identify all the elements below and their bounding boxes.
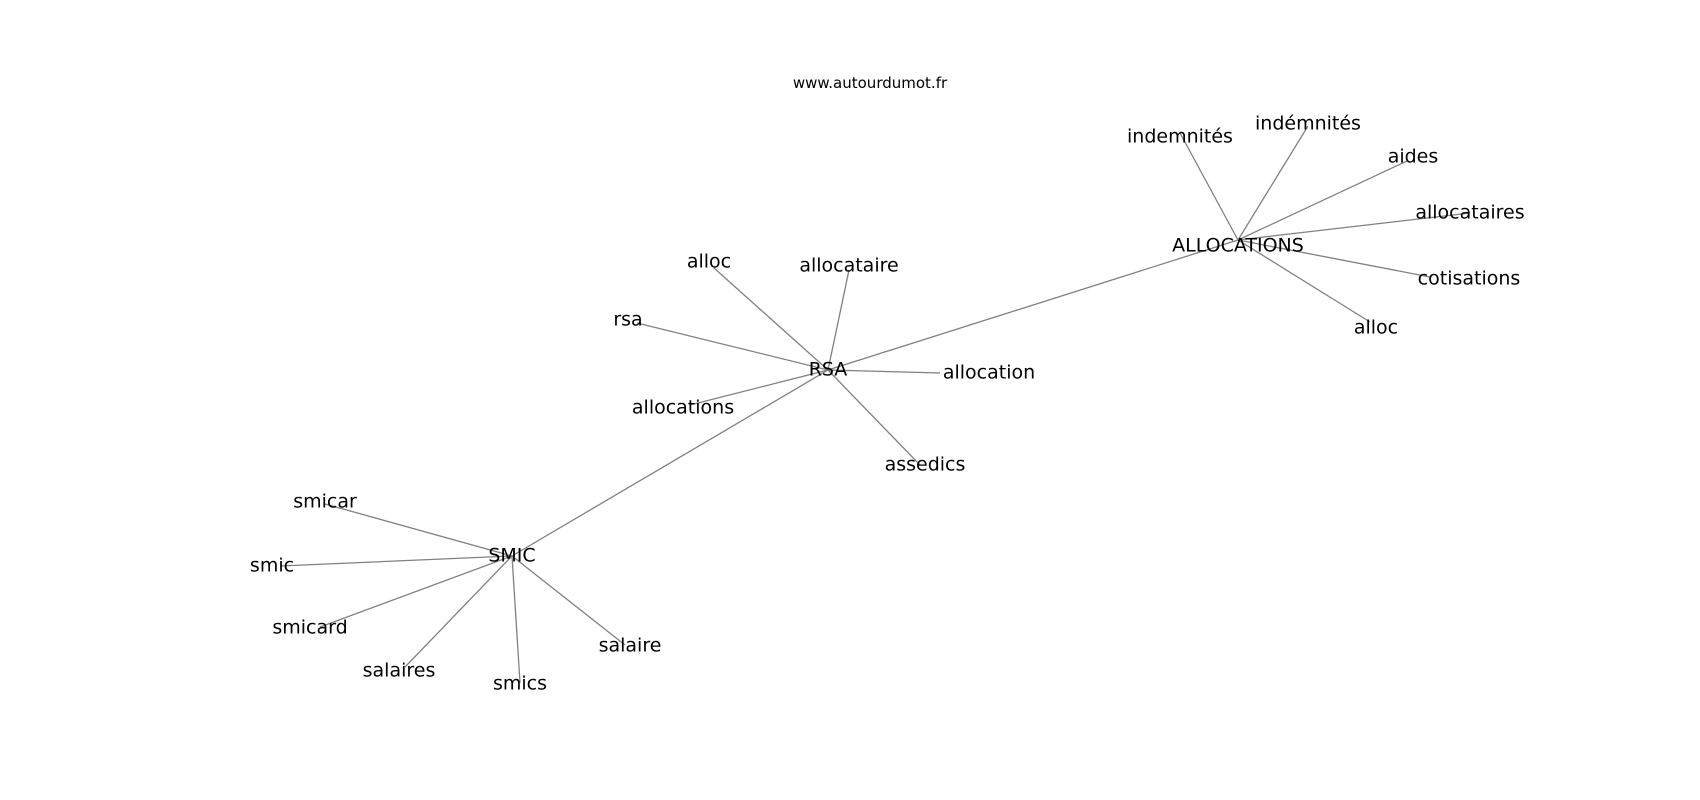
site-caption: www.autourdumot.fr [793,74,948,92]
edge-rsa_hub-assedics [827,369,921,466]
node-rsa-hub[interactable]: RSA [809,359,848,381]
edge-smic_hub-smicard [319,555,513,628]
node-smics[interactable]: smics [493,673,547,695]
node-salaire[interactable]: salaire [599,635,662,657]
node-smic-hub[interactable]: SMIC [488,545,535,567]
node-rsa[interactable]: rsa [613,309,642,331]
edge-smic_hub-smic [279,555,513,567]
node-allocataire[interactable]: allocataire [799,255,898,277]
node-allocations-hub[interactable]: ALLOCATIONS [1172,235,1304,257]
edges-layer [279,125,1471,684]
node-smic[interactable]: smic [250,555,294,577]
edge-rsa_hub-rsa [636,322,829,371]
node-indemnites-1[interactable]: indemnités [1127,126,1233,148]
edge-rsa_hub-alloc_1 [713,267,829,371]
edge-allocations_hub-indemnites_2 [1237,125,1309,241]
node-aides[interactable]: aides [1388,146,1439,168]
node-assedics[interactable]: assedics [885,454,966,476]
node-alloc-2[interactable]: alloc [1354,317,1398,339]
node-smicard[interactable]: smicard [272,617,347,639]
edge-rsa_hub-allocations_leaf [689,369,829,406]
edge-allocations_hub-alloc_2 [1237,239,1371,323]
node-cotisations[interactable]: cotisations [1418,268,1521,290]
edge-allocations_hub-indemnites_1 [1179,132,1239,241]
edge-rsa_hub-allocation [827,369,941,374]
edge-rsa_hub-allocataire [827,269,850,371]
edge-allocations_hub-allocataires [1237,212,1471,241]
edge-rsa_hub-smic_hub [511,369,829,557]
node-salaires[interactable]: salaires [363,660,436,682]
nodes-layer: ALLOCATIONS indemnités indémnités aides allo… [250,113,1525,695]
node-allocations-leaf[interactable]: allocations [632,397,734,419]
edge-allocations_hub-aides [1237,160,1408,241]
edge-smic_hub-salaire [511,555,626,646]
node-smicar[interactable]: smicar [293,491,357,513]
node-indemnites-2[interactable]: indémnités [1255,113,1361,135]
node-alloc-1[interactable]: alloc [687,251,731,273]
node-allocataires[interactable]: allocataires [1415,202,1524,224]
edge-allocations_hub-cotisations [1237,239,1431,278]
edge-rsa_hub-allocations_hub [827,239,1239,371]
edge-smic_hub-salaires [404,555,513,668]
node-allocation[interactable]: allocation [943,362,1035,384]
edge-smic_hub-smics [511,555,521,684]
edge-smic_hub-smicar [324,503,513,557]
